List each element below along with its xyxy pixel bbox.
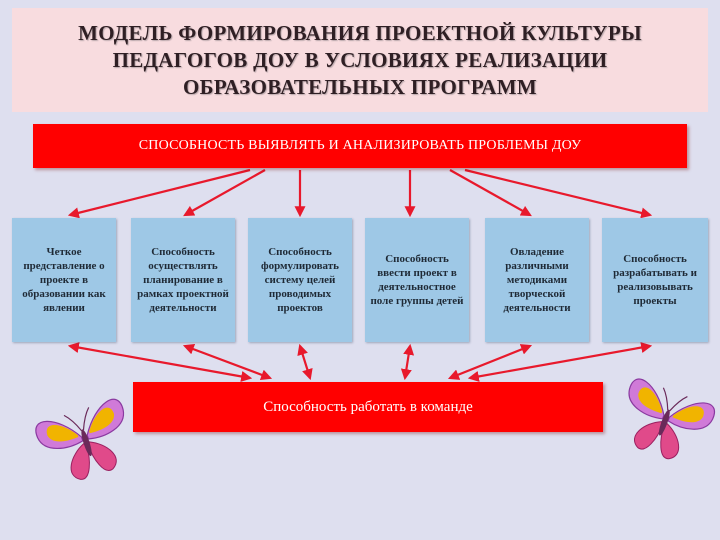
arrow-bottom-4: [400, 343, 415, 381]
node-planning: Способность осуществлять планирование в …: [131, 218, 235, 342]
arrow-bottom-6: [467, 342, 653, 382]
node-goals: Способность формулировать систему целей …: [248, 218, 352, 342]
node-project-concept: Четкое представление о проекте в образов…: [12, 218, 116, 342]
bottom-box-teamwork: Способность работать в команде: [133, 382, 603, 432]
node-introduce-project: Способность ввести проект в деятельностн…: [365, 218, 469, 342]
arrow-bottom-5: [447, 344, 533, 380]
top-box-problems: СПОСОБНОСТЬ ВЫЯВЛЯТЬ И АНАЛИЗИРОВАТЬ ПРО…: [33, 124, 687, 168]
butterfly-icon-right: [628, 378, 715, 460]
arrow-bottom-2: [182, 343, 273, 381]
title-panel: МОДЕЛЬ ФОРМИРОВАНИЯ ПРОЕКТНОЙ КУЛЬТУРЫ П…: [12, 8, 708, 112]
arrow-bottom-3: [297, 343, 313, 381]
arrow-top-1: [67, 168, 251, 219]
arrow-top-5: [449, 169, 532, 217]
arrow-bottom-1: [67, 342, 253, 382]
arrow-top-6: [464, 168, 653, 219]
arrow-top-2: [183, 169, 266, 217]
node-develop-projects: Способность разрабатывать и реализовыват…: [602, 218, 708, 342]
butterfly-icon-left: [35, 398, 124, 480]
node-methods: Овладение различными методиками творческ…: [485, 218, 589, 342]
page-title: МОДЕЛЬ ФОРМИРОВАНИЯ ПРОЕКТНОЙ КУЛЬТУРЫ П…: [78, 20, 642, 99]
